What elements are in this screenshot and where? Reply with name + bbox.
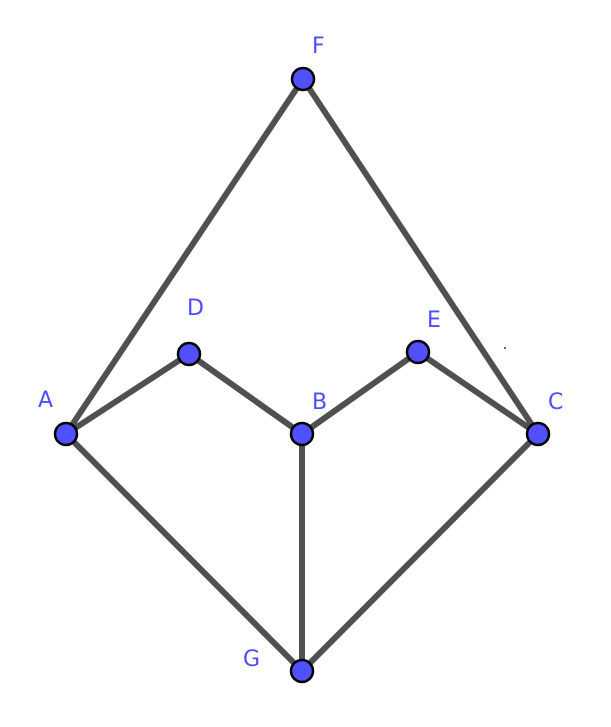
edge-F-C	[300, 77, 541, 436]
edge-A-F	[63, 77, 306, 436]
edge-E-C	[416, 349, 540, 437]
node-label-F: F	[312, 34, 325, 59]
node-C[interactable]	[525, 421, 551, 447]
stray-point	[504, 347, 506, 349]
node-E[interactable]	[405, 339, 431, 365]
node-label-A: A	[38, 388, 54, 413]
nodes	[53, 66, 551, 684]
node-D[interactable]	[176, 341, 202, 367]
node-B[interactable]	[289, 421, 315, 447]
node-label-D: D	[187, 296, 204, 321]
node-label-G: G	[243, 647, 261, 672]
edge-D-B	[187, 351, 304, 437]
node-F[interactable]	[290, 66, 316, 92]
node-label-E: E	[427, 308, 441, 333]
node-label-B: B	[312, 390, 328, 415]
edge-C-G	[299, 431, 541, 674]
edge-B-E	[300, 349, 420, 437]
node-G[interactable]	[289, 658, 315, 684]
edges	[63, 77, 541, 674]
node-label-C: C	[548, 390, 564, 415]
edge-A-D	[64, 351, 191, 437]
node-A[interactable]	[53, 421, 79, 447]
edge-A-G	[63, 431, 305, 674]
